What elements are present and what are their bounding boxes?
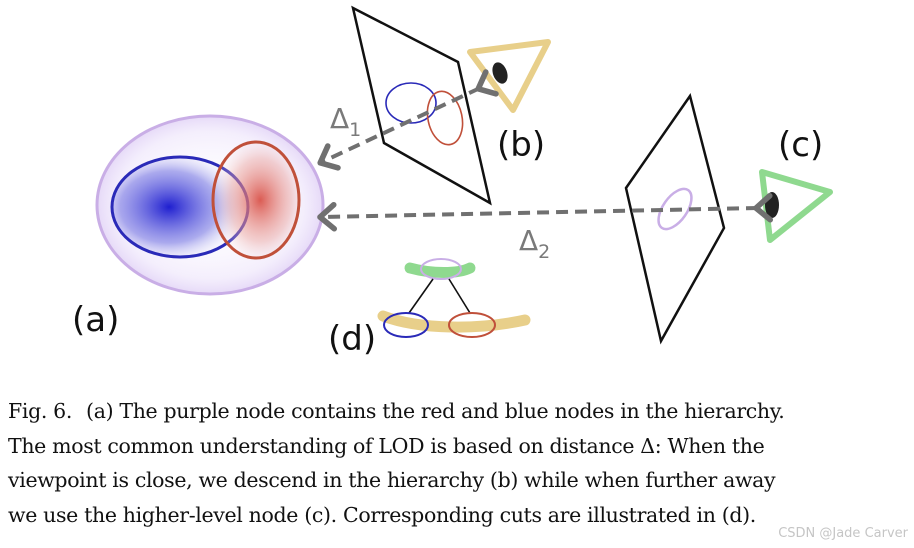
tree-edge-right bbox=[448, 278, 471, 314]
distance-arrow-1 bbox=[317, 69, 499, 171]
node-hierarchy-a bbox=[95, 114, 325, 296]
caption-text-1: (a) The purple node contains the red and… bbox=[86, 399, 785, 423]
eye-icon-far bbox=[759, 169, 833, 243]
delta2-label: Δ2 bbox=[519, 224, 550, 263]
caption-line-2: The most common understanding of LOD is … bbox=[8, 433, 765, 458]
image-plane-b bbox=[351, 5, 492, 206]
figure-illustration: (a) (b) Δ1 (c) Δ2 (d) bbox=[72, 5, 833, 359]
tree-child-red bbox=[448, 312, 496, 338]
image-plane-c bbox=[624, 93, 726, 345]
distance-arrow-2 bbox=[317, 192, 774, 232]
watermark: CSDN @Jade Carver bbox=[778, 526, 908, 541]
caption-line-3: viewpoint is close, we descend in the hi… bbox=[8, 468, 776, 492]
label-d: (d) bbox=[328, 319, 376, 359]
cut-top-green bbox=[404, 262, 476, 278]
figure-caption: Fig. 6. (a) The purple node contains the … bbox=[8, 394, 908, 532]
delta1-label: Δ1 bbox=[330, 102, 361, 141]
figure-number: Fig. 6. bbox=[8, 399, 73, 423]
tree-parent-node bbox=[420, 258, 462, 280]
red-node bbox=[211, 140, 301, 260]
tree-child-blue bbox=[383, 312, 429, 338]
eye-icon-near bbox=[467, 39, 551, 113]
view-plane-near bbox=[351, 5, 492, 206]
view-plane-far bbox=[624, 93, 726, 345]
label-c: (c) bbox=[778, 125, 823, 165]
caption-line-1: Fig. 6. (a) The purple node contains the … bbox=[8, 394, 908, 429]
label-a: (a) bbox=[72, 300, 119, 340]
caption-line-4: we use the higher-level node (c). Corres… bbox=[8, 502, 756, 527]
hierarchy-cuts-d bbox=[377, 258, 531, 338]
label-b: (b) bbox=[497, 125, 545, 165]
tree-edge-left bbox=[408, 278, 434, 314]
cut-bottom-yellow bbox=[377, 310, 531, 333]
